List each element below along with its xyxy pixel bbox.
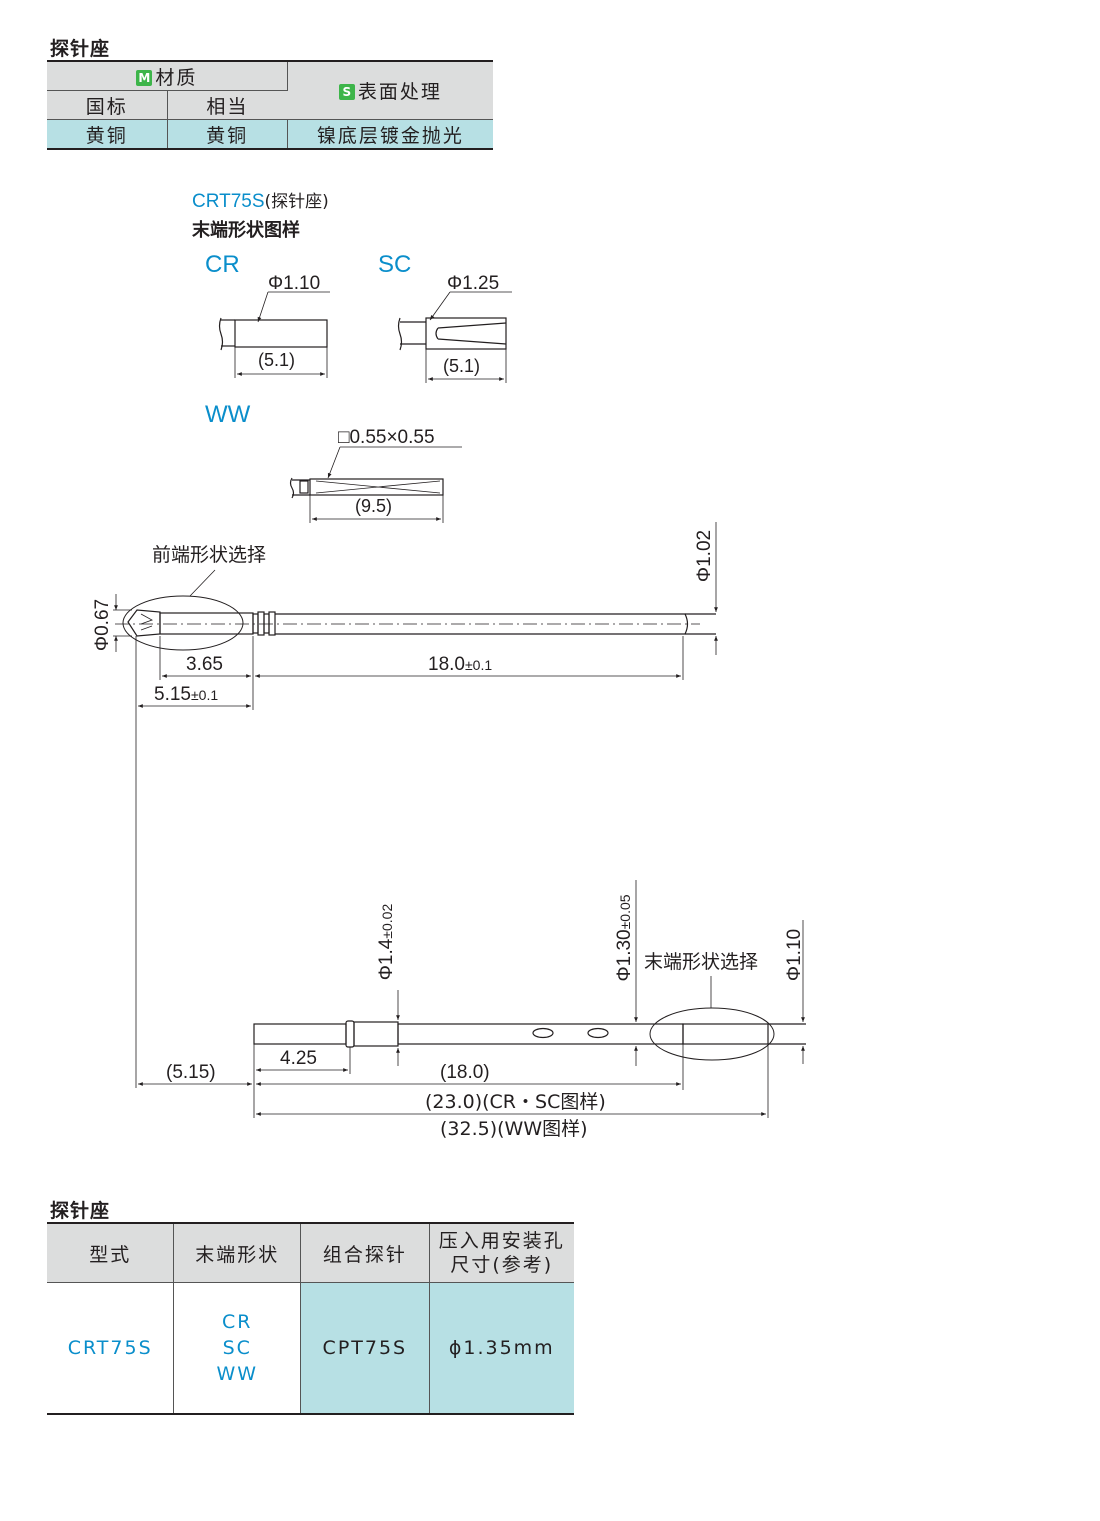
ww-length: (9.5) [355,496,392,516]
sc-label: SC [378,251,411,278]
probe-value: CPT75S [300,1282,430,1414]
hole-value: ϕ1.35mm [429,1282,574,1414]
cr-length: (5.1) [258,350,295,370]
material-header: 材质 [155,66,198,89]
front-select-label: 前端形状选择 [152,544,266,566]
cr-label: CR [205,251,240,278]
section-title-material: 探针座 [50,38,111,60]
equivalent-value: 黄铜 [167,119,288,149]
col-equivalent: 相当 [167,90,288,120]
cr-tail-shape [218,291,330,378]
model-value: CRT75S [47,1282,175,1414]
upper-probe-body [115,569,716,651]
sc-tail-shape [397,291,512,383]
dim-365: 3.65 [186,654,223,675]
dim-425: 4.25 [280,1048,317,1069]
dim-515-paren: (5.15) [166,1062,216,1083]
shape-cr: CR [222,1311,253,1333]
header-probe: 组合探针 [300,1223,430,1283]
dia-130: Φ1.30±0.05 [614,894,635,981]
header-hole: 压入用安装孔 尺寸(参考) [429,1223,574,1283]
surface-header: 表面处理 [357,81,442,103]
lower-dimensions [137,880,805,1118]
shape-values: CR SC WW [173,1282,302,1414]
tail-select-label: 末端形状选择 [644,951,758,973]
material-badge-icon: M [136,69,153,86]
sc-length: (5.1) [443,356,480,376]
col-standard: 国标 [47,90,168,120]
tail-title: 末端形状图样 [192,219,300,241]
header-model: 型式 [47,1223,175,1283]
shape-ww: WW [216,1363,259,1385]
dim-515: 5.15±0.1 [154,684,218,705]
dia-110: Φ1.10 [784,929,805,981]
dia-102: Φ1.02 [694,530,715,582]
dia-14: Φ1.4±0.02 [376,904,397,981]
shape-sc: SC [222,1337,252,1359]
header-hole-line1: 压入用安装孔 [438,1230,565,1252]
section-title-spec: 探针座 [50,1200,111,1222]
header-hole-line2: 尺寸(参考) [450,1254,554,1276]
dia-067: Φ0.67 [92,599,113,651]
dim-230: (23.0)(CR・SC图样) [425,1091,606,1113]
standard-value: 黄铜 [47,119,168,149]
dim-180-paren: (18.0) [440,1062,490,1083]
header-tail-shape: 末端形状 [173,1223,302,1283]
dim-325: (32.5)(WW图样) [440,1118,588,1140]
dim-180: 18.0±0.1 [428,654,492,675]
sc-diameter: Φ1.25 [447,273,499,294]
surface-value: 镍底层镀金抛光 [287,119,493,149]
spec-table: 型式 末端形状 组合探针 压入用安装孔 尺寸(参考) CRT75S CR SC … [47,1222,574,1415]
upper-dimensions [113,522,718,1088]
ww-tail-shape [289,446,462,523]
ww-label: WW [205,401,251,428]
lower-receptacle-body [253,976,806,1061]
ww-dimension: □0.55×0.55 [338,427,435,448]
model-code: CRT75S(探针座) [192,191,329,212]
cr-diameter: Φ1.10 [268,273,320,294]
surface-badge-icon: S [338,84,355,100]
